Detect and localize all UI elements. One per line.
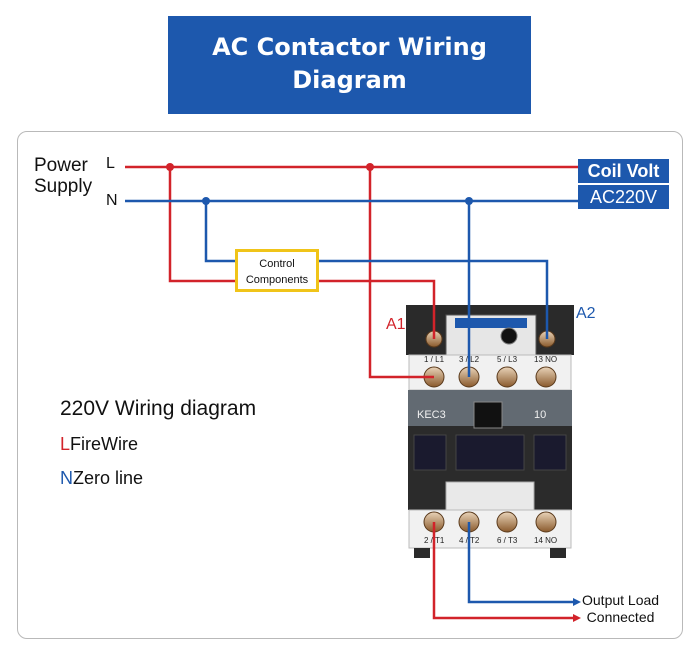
contactor-foot-left [414,548,430,558]
contactor-rating: 10 [534,409,547,421]
junction-neutral-l2 [465,197,473,205]
screw-13no [535,366,557,388]
legend-live: LFireWire [60,434,138,455]
contactor-window-right [533,434,567,471]
title-line-2: Diagram [292,66,407,94]
terminal-label-t2: 4 / T2 [459,536,480,545]
t2-to-output-wire [467,522,576,604]
contactor-lower-cover [445,481,535,515]
coil-volt-label: Coil Volt [578,159,669,183]
junction-live-l1 [366,163,374,171]
control-components-box: Control Components [235,249,319,292]
screw-14no [535,511,557,533]
legend-neutral-text: Zero line [73,468,144,488]
contactor-top-badge [455,318,527,328]
power-supply-line-2: Supply [34,176,93,197]
t1-to-output-wire [432,522,576,620]
screw-l3 [496,366,518,388]
neutral-terminal-label: N [106,192,118,209]
junction-dots [166,163,473,205]
live-wires [125,165,578,620]
control-components-line-2: Components [245,274,309,286]
legend-live-key: L [60,434,71,454]
contactor-window-left [413,434,447,471]
contactor-knob [500,327,518,345]
contactor-foot-right [550,548,566,558]
terminal-label-l2: 3 / L2 [459,355,480,364]
legend-title: 220V Wiring diagram [60,397,257,420]
contactor-indicator [473,401,503,429]
live-to-l1-wire [368,167,434,379]
a1-terminal-label: A1 [386,316,406,333]
terminal-label-t3: 6 / T3 [497,536,518,545]
coil-voltage-value: AC220V [578,185,669,209]
legend-live-text: FireWire [70,434,139,454]
control-components-line-1: Control [259,258,295,270]
junction-live-control [166,163,174,171]
output-load-line-1: Output Load [582,592,660,608]
terminal-label-l1: 1 / L1 [424,355,445,364]
live-output-arrow [573,614,581,622]
power-supply-line-1: Power [34,155,88,176]
legend-neutral: NZero line [60,468,143,489]
output-load-label: Output Load Connected [582,592,659,626]
a2-terminal-label: A2 [576,305,596,322]
terminal-label-14no: 14 NO [534,536,558,545]
legend-neutral-key: N [60,468,73,488]
junction-neutral-control [202,197,210,205]
contactor-model: KEC3 [417,409,446,421]
neutral-to-control-wire [204,201,235,263]
control-to-a1-wire [319,279,436,339]
control-to-a2-wire [319,259,549,339]
title-banner: AC Contactor Wiring Diagram [168,16,531,114]
power-supply-label: Power Supply [34,155,92,197]
live-terminal-label: L [106,155,115,172]
title-line-1: AC Contactor Wiring [212,33,487,61]
neutral-output-arrow [573,598,581,606]
screw-t3 [496,511,518,533]
terminal-label-13no: 13 NO [534,355,558,364]
terminal-label-l3: 5 / L3 [497,355,518,364]
output-load-line-2: Connected [586,609,655,625]
terminal-label-t1: 2 / T1 [424,536,445,545]
live-to-control-wire [168,167,235,283]
contactor-window-center [455,434,525,471]
neutral-wires [125,199,578,604]
diagram-panel [17,131,683,639]
